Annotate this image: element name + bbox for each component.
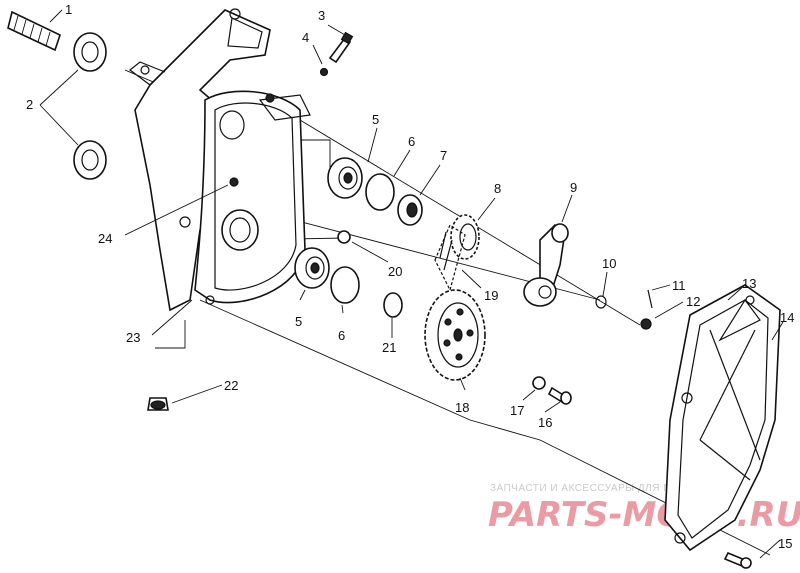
callout-6-upper: 6 <box>408 134 415 149</box>
callout-14: 14 <box>780 310 794 325</box>
input-shaft <box>7 10 61 52</box>
snap-ring-6-upper <box>365 173 395 211</box>
chaincase-cover <box>664 284 781 552</box>
callout-7: 7 <box>440 148 447 163</box>
callout-6-lower: 6 <box>338 328 345 343</box>
chaincase-housing <box>129 8 311 312</box>
callout-13: 13 <box>742 276 756 291</box>
watermark-tagline: ЗАПЧАСТИ И АКСЕССУАРЫ ДЛЯ МОТОТЕХНИКИ <box>490 483 745 494</box>
washer-4 <box>319 67 329 77</box>
bolt-22 <box>147 397 169 411</box>
callout-numbers: 1 2 3 4 5 6 7 8 9 10 11 12 13 14 15 16 1… <box>26 2 794 551</box>
callout-10: 10 <box>602 256 616 271</box>
pin-11 <box>647 289 653 309</box>
washer-17 <box>532 376 546 390</box>
stud-24 <box>229 177 239 187</box>
callout-2: 2 <box>26 97 33 112</box>
sprocket-8 <box>450 214 480 260</box>
callout-4: 4 <box>302 30 309 45</box>
bearing-5-upper <box>327 157 363 199</box>
oil-seal-upper <box>73 32 107 72</box>
callout-5-upper: 5 <box>372 112 379 127</box>
bolt-3 <box>328 31 354 64</box>
callout-16: 16 <box>538 415 552 430</box>
callout-23: 23 <box>126 330 140 345</box>
callout-12: 12 <box>686 294 700 309</box>
callout-leaders <box>39 9 784 559</box>
callout-3: 3 <box>318 8 325 23</box>
callout-9: 9 <box>570 180 577 195</box>
callout-19: 19 <box>484 288 498 303</box>
callout-18: 18 <box>455 400 469 415</box>
callout-8: 8 <box>494 181 501 196</box>
watermark: ЗАПЧАСТИ И АКСЕССУАРЫ ДЛЯ МОТОТЕХНИКИ PA… <box>488 483 800 535</box>
callout-1: 1 <box>65 2 72 17</box>
bolt-16 <box>547 386 572 405</box>
nut-20 <box>337 230 351 244</box>
watermark-brand: PARTS-MOTO.RU <box>488 495 800 535</box>
callout-11: 11 <box>672 278 686 293</box>
bolt-15 <box>723 551 752 569</box>
tensioner-arm-9 <box>523 223 569 307</box>
sprocket-18 <box>424 289 486 381</box>
callout-20: 20 <box>388 264 402 279</box>
bearing-5-lower <box>294 247 330 289</box>
callout-21: 21 <box>382 340 396 355</box>
callout-22: 22 <box>224 378 238 393</box>
callout-15: 15 <box>778 536 792 551</box>
oil-seal-lower <box>73 140 107 180</box>
callout-17: 17 <box>510 403 524 418</box>
washer-21 <box>383 292 403 318</box>
ring-7 <box>397 194 423 226</box>
callout-5-lower: 5 <box>295 314 302 329</box>
nut-12 <box>640 318 652 330</box>
snap-ring-6-lower <box>330 266 360 304</box>
washer-10 <box>595 295 607 309</box>
chain-19 <box>434 224 466 292</box>
callout-24: 24 <box>98 231 112 246</box>
